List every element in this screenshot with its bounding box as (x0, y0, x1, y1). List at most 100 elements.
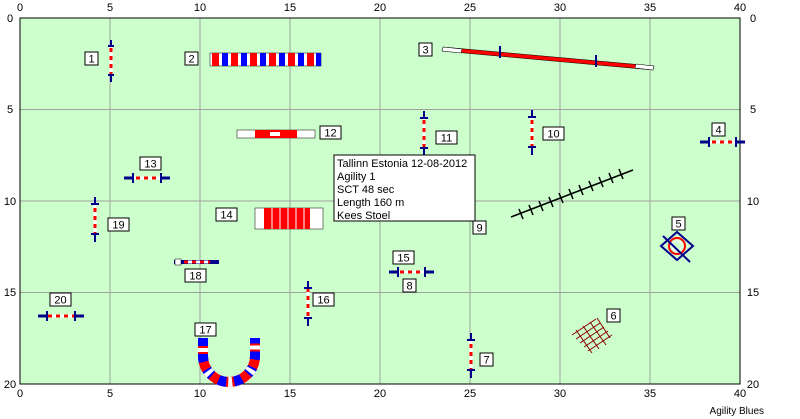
label-14: 14 (215, 207, 238, 222)
obstacle-weave-9 (510, 168, 634, 220)
x-tick: 15 (284, 388, 296, 400)
obstacle-tyre-5 (659, 230, 695, 263)
label-2: 2 (184, 51, 199, 66)
label-18: 18 (184, 268, 207, 283)
info-line-length: Length 160 m (337, 197, 404, 209)
x-tick: 20 (374, 2, 386, 14)
info-line-location: Tallinn Estonia 12-08-2012 (337, 158, 467, 170)
y-axis-left: 0 5 10 15 20 (4, 13, 16, 391)
label-10: 10 (542, 126, 565, 141)
y-tick: 20 (4, 379, 16, 391)
obstacle-jump-20 (38, 311, 84, 321)
x-tick: 30 (554, 388, 566, 400)
svg-text:7: 7 (483, 355, 489, 367)
svg-text:9: 9 (476, 223, 482, 235)
x-tick: 0 (17, 388, 23, 400)
obstacle-jump-16 (304, 281, 312, 326)
label-7: 7 (479, 352, 494, 367)
obstacle-tunnel-17 (198, 338, 260, 387)
label-11: 11 (435, 130, 458, 145)
label-5: 5 (671, 216, 686, 231)
brand-label: Agility Blues (710, 406, 764, 417)
x-tick: 5 (107, 2, 113, 14)
y-tick: 10 (747, 196, 759, 208)
course-info-box: Tallinn Estonia 12-08-2012 Agility 1 SCT… (333, 154, 476, 222)
svg-text:13: 13 (144, 159, 156, 171)
svg-text:5: 5 (675, 219, 681, 231)
x-tick: 10 (194, 388, 206, 400)
label-6: 6 (606, 308, 621, 323)
label-13: 13 (139, 156, 162, 171)
x-tick: 35 (644, 388, 656, 400)
svg-text:10: 10 (547, 129, 559, 141)
svg-text:11: 11 (441, 133, 452, 145)
y-tick: 20 (747, 379, 759, 391)
y-tick: 15 (4, 287, 16, 299)
svg-text:20: 20 (54, 295, 66, 307)
x-tick: 40 (734, 388, 746, 400)
label-12: 12 (319, 125, 342, 140)
x-axis-top: 0 5 10 15 20 25 30 35 40 (17, 2, 746, 14)
label-9: 9 (472, 220, 487, 235)
obstacle-longjump-12 (236, 129, 316, 139)
svg-text:15: 15 (397, 253, 409, 265)
obstacle-jump-15 (389, 267, 434, 277)
svg-text:18: 18 (189, 271, 201, 283)
obstacle-jump-1 (108, 40, 114, 82)
svg-text:14: 14 (220, 210, 232, 222)
label-20: 20 (49, 292, 72, 307)
label-4: 4 (711, 122, 726, 137)
y-tick: 5 (750, 104, 756, 116)
y-axis-right: 0 5 10 15 20 (747, 13, 759, 391)
y-tick: 5 (7, 104, 13, 116)
y-tick: 15 (747, 287, 759, 299)
label-17: 17 (194, 322, 217, 337)
number-labels: 1 2 3 4 5 6 7 8 9 10 11 12 13 14 15 16 1… (49, 42, 726, 367)
obstacle-jump-10 (528, 110, 536, 155)
x-axis-bottom: 0 5 10 15 20 25 30 35 40 (17, 388, 746, 400)
svg-text:17: 17 (199, 325, 211, 337)
svg-text:12: 12 (324, 128, 336, 140)
label-19: 19 (107, 217, 130, 232)
y-tick: 10 (4, 196, 16, 208)
x-tick: 5 (107, 388, 113, 400)
x-tick: 10 (194, 2, 206, 14)
obstacle-dogwalk-3 (441, 46, 655, 71)
x-tick: 0 (17, 2, 23, 14)
obstacle-jump-4 (700, 137, 745, 147)
label-16: 16 (312, 292, 335, 307)
obstacle-aframe-6 (571, 317, 613, 354)
x-tick: 25 (464, 2, 476, 14)
obstacle-jump-13 (124, 173, 170, 183)
label-3: 3 (418, 42, 433, 57)
y-tick: 0 (750, 13, 756, 25)
svg-text:1: 1 (88, 54, 94, 66)
label-8: 8 (402, 278, 417, 293)
obstacle-wall-2 (209, 52, 322, 67)
x-tick: 20 (374, 388, 386, 400)
label-15: 15 (392, 250, 415, 265)
obstacle-jump-18 (174, 258, 219, 266)
obstacle-jump-7 (467, 333, 475, 378)
svg-text:2: 2 (188, 54, 194, 66)
label-1: 1 (84, 51, 99, 66)
svg-text:6: 6 (610, 311, 616, 323)
x-tick: 35 (644, 2, 656, 14)
svg-text:16: 16 (317, 295, 329, 307)
info-line-class: Agility 1 (337, 171, 376, 183)
svg-text:4: 4 (715, 125, 721, 137)
svg-text:8: 8 (406, 281, 412, 293)
x-tick: 15 (284, 2, 296, 14)
x-tick: 40 (734, 2, 746, 14)
obstacle-jump-11 (420, 111, 428, 156)
info-line-sct: SCT 48 sec (337, 184, 395, 196)
x-tick: 30 (554, 2, 566, 14)
y-tick: 0 (7, 13, 13, 25)
svg-text:3: 3 (422, 45, 428, 57)
info-line-judge: Kees Stoel (337, 210, 390, 222)
x-tick: 25 (464, 388, 476, 400)
obstacle-tunnel-14 (254, 207, 324, 230)
svg-text:19: 19 (112, 220, 124, 232)
obstacle-jump-19 (91, 197, 99, 242)
